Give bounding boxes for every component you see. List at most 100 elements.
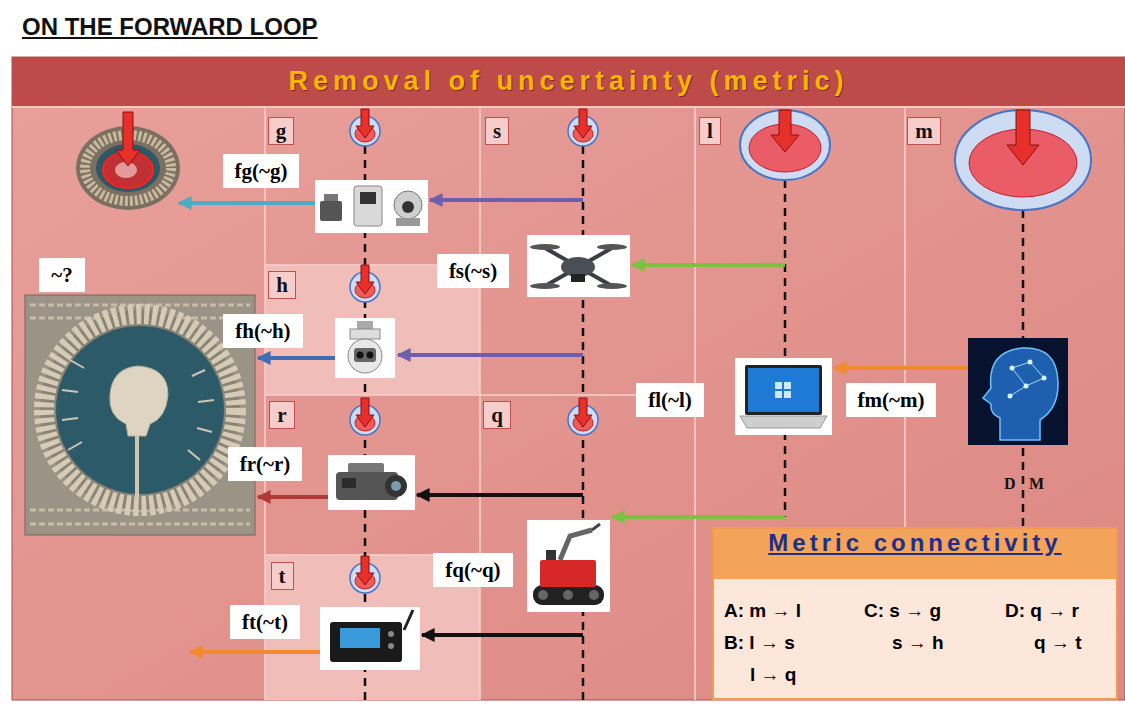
laptop-icon [775, 382, 782, 389]
column-letter-box: l [699, 117, 721, 145]
panel-divider [265, 394, 695, 396]
ai-head-icon [1026, 378, 1044, 386]
background-panel [12, 57, 1125, 700]
drone-icon [597, 283, 627, 289]
sensor-cameras [360, 192, 376, 204]
aerial-map [188, 450, 200, 460]
radio-device [404, 610, 413, 630]
sensor-cameras [315, 180, 428, 233]
connectivity-entry: q → t [1034, 631, 1082, 655]
robot-icon [592, 524, 600, 530]
robot-icon [527, 520, 610, 612]
box-text: s [493, 118, 501, 144]
column-letter-box: s [485, 117, 509, 145]
ai-head-icon [1010, 386, 1026, 396]
radio-device [388, 643, 394, 649]
diagram-title: ON THE FORWARD LOOP [22, 13, 318, 41]
ai-head-icon [1012, 368, 1026, 386]
flow-arrow [430, 198, 583, 202]
uncertainty-target [1007, 110, 1039, 165]
flow-arrow [179, 201, 315, 205]
function-label-box: fr(~r) [228, 447, 303, 481]
panel-divider [904, 108, 906, 527]
box-text: ~? [51, 262, 72, 288]
drone-icon [597, 244, 627, 250]
laptop-icon [784, 391, 791, 398]
connectivity-entry: l → q [750, 663, 796, 687]
radio-device [320, 607, 420, 670]
ai-head-icon [1042, 376, 1047, 381]
ai-head-icon [1024, 384, 1029, 389]
map-thumbnail [116, 112, 140, 166]
uncertainty-target [350, 265, 380, 302]
box-text: q [491, 402, 503, 428]
box-text: fl(~l) [648, 387, 692, 413]
connectivity-entry: C: s → g [864, 599, 941, 623]
aerial-map [198, 400, 214, 402]
aerial-map [62, 390, 78, 392]
box-text: h [276, 272, 288, 298]
flow-arrow [258, 356, 335, 360]
line-side-letter: D [1004, 474, 1016, 494]
row-letter-box: q [483, 401, 511, 429]
radio-device [388, 631, 394, 637]
dashed-line [784, 180, 787, 517]
box-text: ft(~t) [242, 609, 288, 635]
panel-divider [479, 108, 481, 700]
aerial-map [44, 314, 236, 506]
drone-icon [571, 274, 585, 282]
gimbal-camera [348, 339, 382, 373]
uncertainty-target [350, 109, 380, 146]
ai-head-icon [1012, 362, 1030, 368]
laptop-icon [748, 368, 819, 412]
uncertainty-target [568, 109, 598, 146]
box-text: m [915, 118, 933, 144]
thermal-camera [328, 455, 415, 510]
sensor-cameras [324, 194, 338, 201]
box-text: fq(~q) [445, 557, 500, 583]
box-text: t [279, 563, 286, 589]
box-text: fr(~r) [240, 451, 291, 477]
sensor-cameras [394, 191, 422, 219]
drone-icon [530, 283, 560, 289]
robot-icon [546, 550, 556, 560]
function-label-box: fg(~g) [223, 154, 300, 188]
drone-icon [545, 248, 612, 286]
flow-arrow [612, 515, 785, 519]
thermal-camera [385, 475, 407, 497]
box-text: l [707, 118, 713, 144]
column-letter-box: m [907, 117, 941, 145]
function-label-box: fh(~h) [223, 314, 302, 348]
gimbal-camera [350, 329, 380, 339]
map-thumbnail [76, 112, 180, 210]
function-label-box: fq(~q) [433, 553, 512, 587]
flow-arrow [422, 633, 583, 637]
sensor-cameras [402, 201, 414, 213]
radio-device [330, 622, 402, 662]
function-label-box: ft(~t) [230, 605, 300, 639]
sensor-cameras [396, 218, 420, 226]
thermal-camera [328, 455, 415, 510]
flow-arrow [417, 493, 583, 497]
uncertainty-target [740, 110, 830, 180]
gimbal-camera [335, 318, 395, 378]
aerial-map [135, 436, 139, 500]
uncertainty-target [771, 110, 799, 152]
aerial-map [62, 418, 78, 420]
laptop-icon [775, 391, 782, 398]
column-letter-box: g [268, 117, 295, 145]
dashed-line [365, 146, 1023, 700]
connectivity-entry: B: l → s [724, 631, 795, 655]
function-label-box: fl(~l) [636, 383, 704, 417]
aerial-map [70, 360, 84, 368]
ai-head-icon [1028, 360, 1033, 365]
thermal-camera [348, 463, 384, 473]
flow-arrow [398, 353, 583, 357]
laptop-icon [745, 365, 822, 415]
box-text: r [277, 402, 286, 428]
ai-head-icon [1008, 360, 1047, 399]
aerial-map [25, 295, 255, 535]
gimbal-camera [354, 348, 376, 362]
drone-icon [545, 248, 612, 286]
